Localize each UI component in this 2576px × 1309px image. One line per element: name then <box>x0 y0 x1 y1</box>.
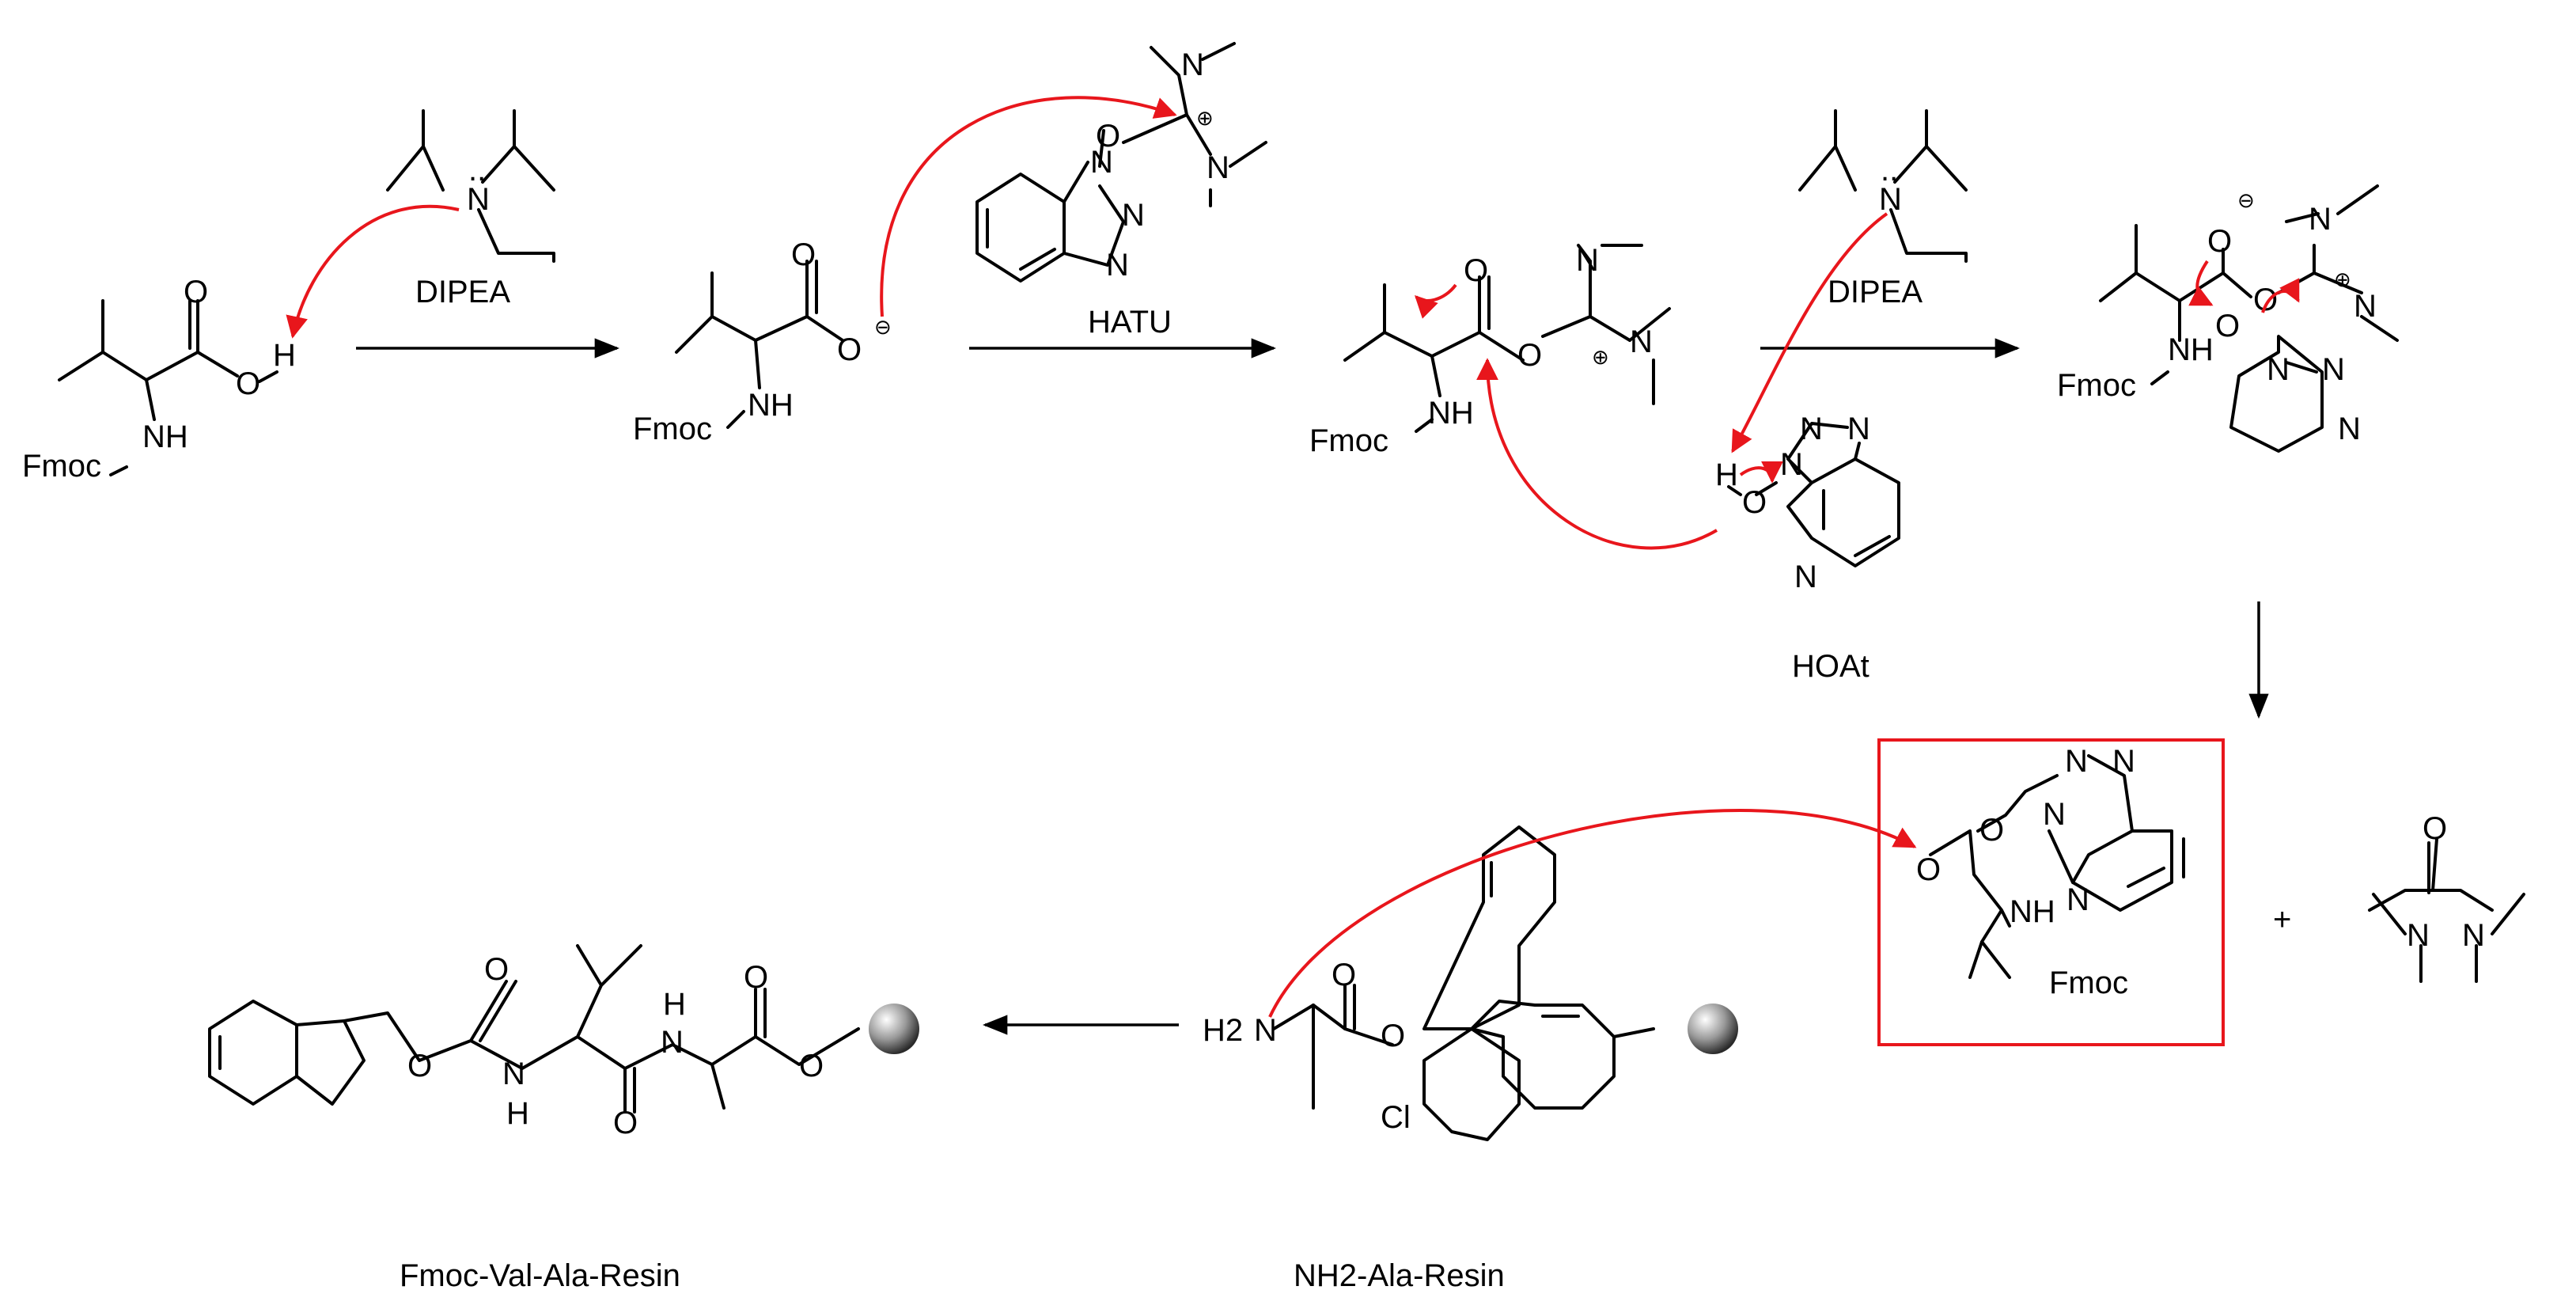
atom-n1-hatu: N <box>1090 145 1113 180</box>
atom-o-hatu: O <box>1096 119 1120 154</box>
carboxylate-structure: O O ⊖ NH Fmoc <box>633 237 892 446</box>
atom-o-ester-4: O <box>2253 283 2278 317</box>
plus-charge-3: ⊕ <box>1592 345 1609 369</box>
fmoc-val-ala-resin-label: Fmoc-Val-Ala-Resin <box>400 1258 680 1293</box>
atom-h-val: H <box>506 1096 529 1131</box>
plus-charge-hatu: ⊕ <box>1196 106 1214 130</box>
atom-n2-oat: N <box>2065 744 2088 779</box>
active-ester-highlight-box <box>1877 738 2225 1046</box>
atom-nh-2: NH <box>748 388 794 423</box>
atom-o-hydroxyl: O <box>236 366 260 401</box>
atom-n-urea-a: N <box>2407 918 2430 953</box>
dipea-label-2: DIPEA <box>1828 275 1923 309</box>
resin-bead-2 <box>869 1004 919 1054</box>
lone-pair-1: .. <box>468 153 486 188</box>
fmoc-label-4: Fmoc <box>2057 368 2136 403</box>
atom-o-carbonyl-5: O <box>1916 852 1941 887</box>
oat-active-ester-structure: O O N N N N NH Fmoc <box>1916 744 2185 1000</box>
atom-h-hoat: H <box>1715 457 1738 492</box>
atom-cl: Cl <box>1381 1100 1411 1135</box>
hoat-structure: N N N N O H HOAt <box>1715 412 1900 684</box>
hoat-label: HOAt <box>1792 649 1869 684</box>
atom-h2n: H2 <box>1203 1013 1243 1048</box>
atom-nh-5: NH <box>2010 894 2055 929</box>
plus-charge-4: ⊕ <box>2334 267 2351 291</box>
atom-n3-hoat: N <box>1847 412 1870 446</box>
fmoc-label-2: Fmoc <box>633 412 712 446</box>
atom-o-carbonyl-7: O <box>744 960 768 995</box>
atom-n-pyridine-5: N <box>2066 882 2089 917</box>
atom-n-dipea-1: N <box>467 182 490 217</box>
atom-n-urea-b: N <box>2462 918 2485 953</box>
atom-n1-oat: N <box>2043 797 2066 832</box>
atom-o-carbonyl-6: O <box>1332 958 1356 992</box>
atom-n-amine: N <box>1254 1013 1277 1048</box>
atom-o-urea: O <box>2423 811 2447 846</box>
atom-o-ester-5: O <box>1979 813 2004 848</box>
atom-n-a-4: N <box>2309 202 2332 237</box>
atom-o-alkoxide: O <box>2207 224 2232 259</box>
atom-h-ala: H <box>663 987 686 1022</box>
atom-o-carbamate: O <box>407 1049 432 1083</box>
atom-n3-obt: N <box>2338 412 2361 446</box>
atom-n2-hatu: N <box>1122 198 1145 233</box>
dipea-structure-1: N .. DIPEA <box>386 109 555 309</box>
atom-o-anion: O <box>837 332 862 367</box>
atom-o-obt: O <box>2215 309 2240 343</box>
atom-n-a-3: N <box>1576 243 1599 278</box>
atom-o-ester-6: O <box>1381 1019 1405 1053</box>
atom-n2-hoat: N <box>1800 412 1823 446</box>
fmoc-label: Fmoc <box>22 449 101 484</box>
atom-o-hoat: O <box>1742 485 1767 520</box>
hatu-label: HATU <box>1088 305 1172 340</box>
tetrahedral-intermediate-structure: O ⊖ O N N ⊕ O N N N NH Fmoc <box>2057 184 2399 453</box>
lone-pair-2: .. <box>1881 153 1898 188</box>
atom-n1-obt: N <box>2267 352 2290 387</box>
tetramethylurea-structure: O N N <box>2368 811 2525 983</box>
atom-n3-hatu: N <box>1106 248 1129 283</box>
dipea-label-1: DIPEA <box>415 275 510 309</box>
atom-n-dipea-2: N <box>1879 182 1902 217</box>
plus-sign: + <box>2273 902 2291 937</box>
atom-o-amide: O <box>613 1106 638 1140</box>
atom-n-pyridine: N <box>1794 560 1817 594</box>
acylisouronium-structure: O O N N ⊕ NH Fmoc <box>1309 243 1671 458</box>
atom-o-carbonyl-3: O <box>1464 253 1488 288</box>
nh2-ala-resin-label: NH2-Ala-Resin <box>1294 1258 1505 1293</box>
atom-h-acid: H <box>273 338 296 373</box>
dipea-structure-2: N .. DIPEA <box>1798 109 1968 309</box>
atom-n-b-4: N <box>2354 289 2377 324</box>
atom-nh-4: NH <box>2168 332 2214 367</box>
atom-o-ester-3: O <box>1517 338 1542 373</box>
fmoc-label-5: Fmoc <box>2049 966 2128 1000</box>
atom-n-ala: N <box>661 1025 684 1060</box>
fmoc-val-oh-structure: O O H NH Fmoc <box>22 275 296 484</box>
fmoc-label-3: Fmoc <box>1309 423 1388 458</box>
atom-nme2-a: N <box>1181 47 1204 82</box>
atom-nh-val: N <box>502 1057 525 1091</box>
atom-n2-obt: N <box>2322 352 2345 387</box>
electron-pushing-arrows <box>286 96 2300 1018</box>
fmoc-val-ala-resin-structure: O O N H O N H O O Fmoc-Val-Ala-Resin <box>208 944 919 1293</box>
atom-nme2-b: N <box>1207 150 1229 185</box>
atom-n3-oat: N <box>2112 744 2135 779</box>
atom-n-b-3: N <box>1630 324 1653 359</box>
atom-o-ester-7: O <box>799 1049 824 1083</box>
atom-n1-hoat: N <box>1780 447 1803 482</box>
resin-bead-1 <box>1688 1004 1738 1054</box>
atom-o-carbonyl-2: O <box>791 237 816 272</box>
atom-o-carbamate-carbonyl: O <box>484 952 509 987</box>
atom-nh: NH <box>142 419 188 454</box>
hatu-structure: N N N O N N ⊕ HATU <box>975 42 1267 340</box>
minus-charge: ⊖ <box>874 315 892 339</box>
atom-o-carbonyl: O <box>184 275 208 309</box>
nh2-ala-resin-structure: H2 N O O Cl NH2-Ala-Resin <box>1203 825 1738 1293</box>
minus-charge-4: ⊖ <box>2237 188 2255 212</box>
atom-nh-3: NH <box>1428 396 1474 431</box>
